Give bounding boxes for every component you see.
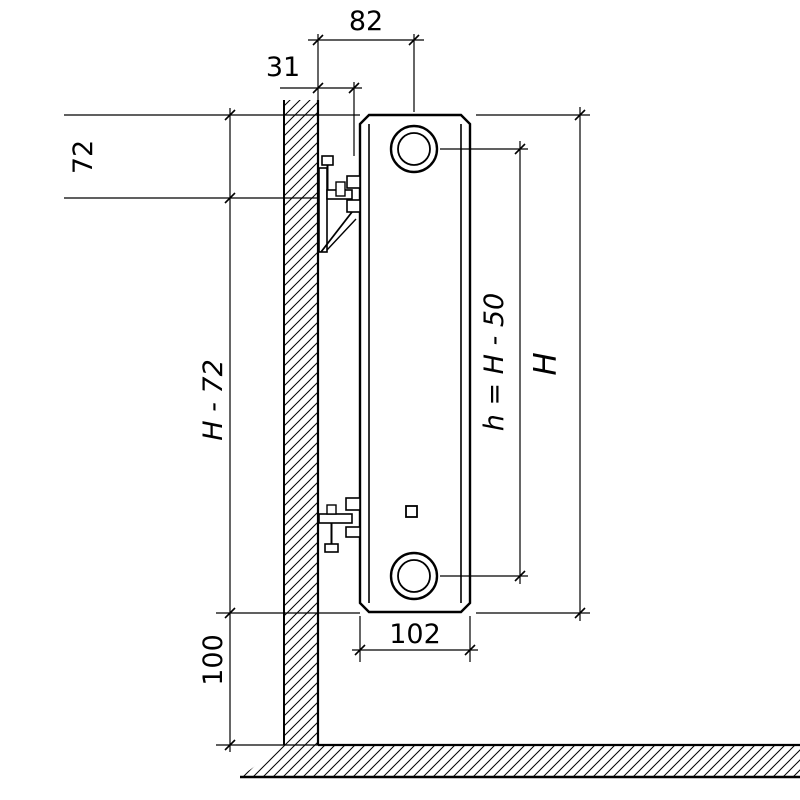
dim-82 [308,34,424,112]
dimension-labels: 82 31 72 H - 72 100 h = H - 50 H 102 [68,6,564,686]
bottom-bracket-pin-head [324,543,339,553]
dim-31-label: 31 [266,52,300,83]
bottom-bracket-clip-upper [345,497,361,511]
dimension-lines [64,34,590,752]
dim-pitch-label: h = H - 50 [479,293,510,431]
top-bracket [318,155,361,253]
dim-82-label: 82 [349,6,383,37]
dim-102 [352,616,478,662]
masonry-hatch [240,100,800,777]
top-bracket-clip-lower [346,199,361,213]
bottom-bracket-arm [318,513,353,524]
bottom-pipe-connection-inner [397,559,431,593]
top-bracket-clip-upper [346,175,361,189]
bottom-bracket [318,497,361,553]
dim-pitch [440,141,528,584]
dim-h72-label: H - 72 [198,359,229,441]
dim-height [476,107,590,621]
dim-72-label: 72 [68,140,99,174]
vent-plug-icon [405,505,418,518]
dim-100-label: 100 [198,634,229,686]
dim-left-chain [64,108,360,752]
dim-102-label: 102 [389,619,441,650]
bottom-bracket-clip-lower [345,526,361,538]
top-bracket-brace-inner [326,218,357,251]
bottom-bracket-nut [326,504,337,515]
dim-31 [280,82,362,156]
top-pipe-connection-inner [397,132,431,166]
radiator-body [358,113,472,614]
top-bracket-screw-head [321,155,334,166]
radiator-outline [358,113,472,614]
wall-and-floor [240,100,800,779]
top-bracket-wall-plate [318,167,328,253]
top-bracket-fitting [335,181,346,197]
dim-height-label: H [528,352,564,375]
top-bracket-brace-outer [320,211,353,253]
